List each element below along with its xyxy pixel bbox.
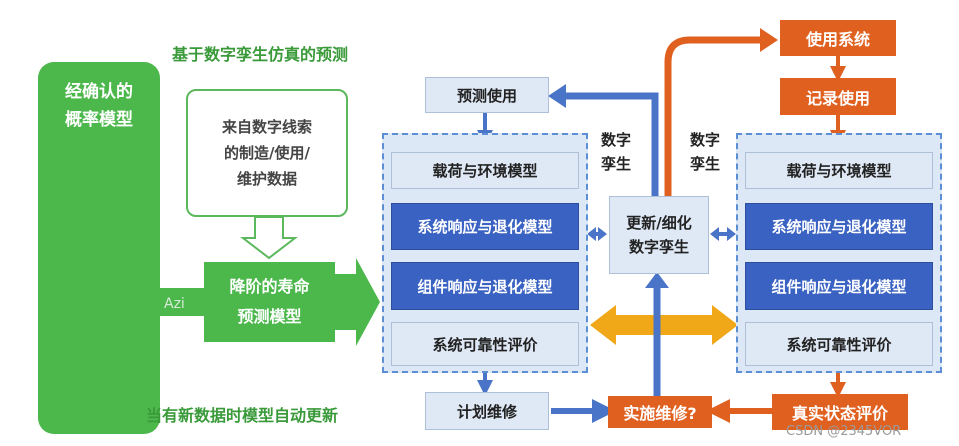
panel-to-model-connector [160,288,204,316]
validated-model-title-line1: 经确认的 [65,82,133,102]
reduced-model-line2: 预测模型 [237,307,302,326]
reduced-life-model-box: 降阶的寿命 预测模型 [204,262,335,342]
digital-thread-data-box: 来自数字线索 的制造/使用/ 维护数据 [186,89,348,217]
reduced-model-line1: 降阶的寿命 [229,277,310,296]
actual-state-box: 真实状态评价 [772,394,908,430]
right-system-response-box: 系统响应与退化模型 [745,203,933,250]
thread-line2: 的制造/使用/ [224,144,310,162]
right-reliability-box: 系统可靠性评价 [745,322,933,366]
update-line2: 数字孪生 [628,238,689,256]
thread-line3: 维护数据 [236,170,297,188]
dt-left-line1: 数字 [600,131,631,149]
dt-right-line2: 孪生 [689,155,720,173]
planned-maintenance-box: 计划维修 [425,392,549,430]
left-double-arrow [587,227,607,241]
use-system-box: 使用系统 [780,20,896,56]
dt-left-line2: 孪生 [600,155,631,173]
thread-down-arrow [240,216,298,260]
predicted-use-box: 预测使用 [425,77,549,113]
validated-model-panel [38,62,160,434]
update-digital-twin-box: 更新/细化 数字孪生 [609,196,709,274]
dt-right-line1: 数字 [689,131,720,149]
right-component-response-box: 组件响应与退化模型 [745,262,933,310]
left-system-response-box: 系统响应与退化模型 [391,203,579,250]
thread-line1: 来自数字线索 [221,118,312,136]
left-reliability-box: 系统可靠性评价 [391,322,579,366]
right-load-env-box: 载荷与环境模型 [745,152,933,189]
digital-twin-label-left: 数字 孪生 [596,128,636,176]
left-load-env-box: 载荷与环境模型 [391,152,579,189]
bottom-heading: 当有新数据时模型自动更新 [146,406,339,425]
validated-model-title-line2: 概率模型 [65,110,133,130]
update-line1: 更新/细化 [626,214,692,232]
update-to-predicted-arrow [562,92,659,196]
digital-twin-label-right: 数字 孪生 [685,128,725,176]
reliability-exchange-arrow [590,305,738,345]
perform-maintenance-box: 实施维修? [608,396,712,428]
faint-label: Azi [164,296,185,312]
record-use-box: 记录使用 [780,78,896,115]
watermark-text: CSDN @2345VOR [786,424,902,439]
update-to-usesystem-arrow [664,36,762,196]
model-to-stack-arrow [335,258,380,346]
validated-model-title: 经确认的 概率模型 [44,78,154,134]
right-double-arrow [710,227,736,241]
top-heading: 基于数字孪生仿真的预测 [172,45,349,64]
left-component-response-box: 组件响应与退化模型 [391,262,579,310]
